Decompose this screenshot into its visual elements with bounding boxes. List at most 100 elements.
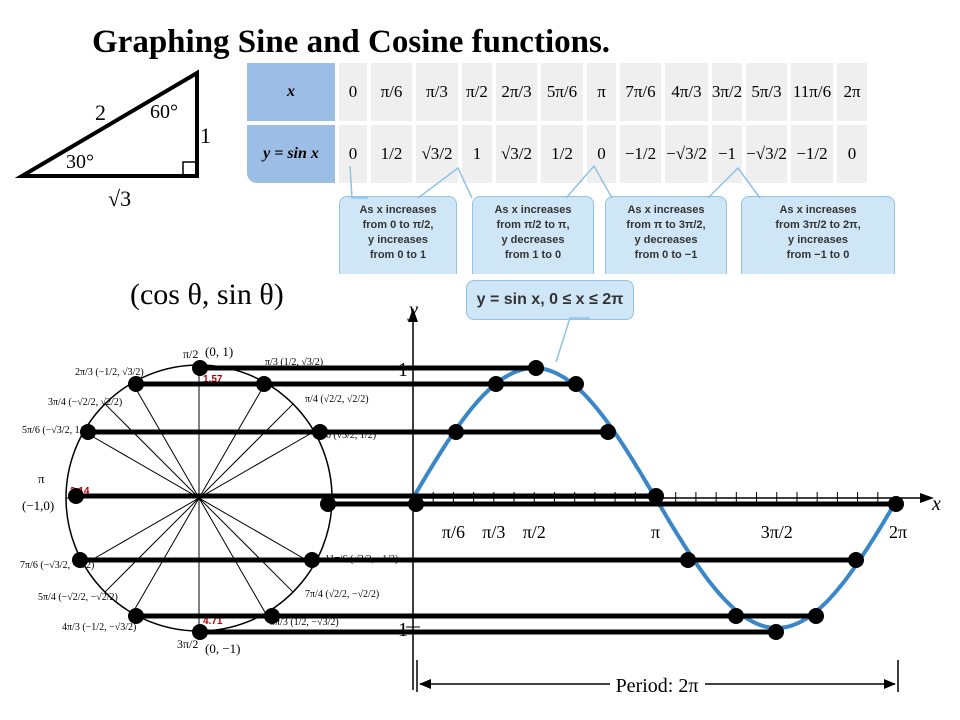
table-cell-y: −√3/2 <box>665 125 708 183</box>
table-cell-x: 5π/3 <box>746 63 787 121</box>
data-point <box>320 496 336 512</box>
red-value-label: 1.57 <box>203 374 223 385</box>
angle-60-label: 60° <box>150 101 178 123</box>
data-point <box>568 376 584 392</box>
data-point <box>304 552 320 568</box>
circle-angle-label: π/3 (1/2, √3/2) <box>265 357 323 368</box>
callout-line: from 3π/2 to 2π, <box>775 219 861 231</box>
callout-line: from −1 to 0 <box>786 249 850 261</box>
callout-pointer <box>349 165 368 199</box>
callout-line: from π to 3π/2, <box>626 219 706 231</box>
table-cell-y: 0 <box>587 125 616 183</box>
circle-angle-label: 5π/4 (−√2/2, −√2/2) <box>38 592 118 603</box>
x-tick-label: 3π/2 <box>761 522 793 542</box>
right-angle-mark <box>182 161 197 176</box>
bottom-angle-label: 3π/2 <box>177 637 198 651</box>
period-arrow-right <box>884 679 896 689</box>
left-angle-label: π <box>38 471 45 486</box>
data-point <box>128 376 144 392</box>
circle-angle-label: 3π/4 (−√2/2, √2/2) <box>48 397 122 408</box>
callout-pointer <box>417 166 473 199</box>
table-cell-x: π/6 <box>371 63 412 121</box>
triangle-shape <box>14 69 199 178</box>
top-point-label: (0, 1) <box>205 344 233 359</box>
table-cell-y: −1 <box>712 125 742 183</box>
data-point <box>648 488 664 504</box>
callout-line: y increases <box>788 234 848 246</box>
table-cell-y: 1/2 <box>541 125 583 183</box>
circle-angle-label: 5π/6 (−√3/2, 1/2) <box>22 425 91 436</box>
data-point <box>600 424 616 440</box>
callout-box: As x increases from 0 to π/2, y increase… <box>339 196 457 274</box>
callout-line: y increases <box>368 234 428 246</box>
data-point <box>408 496 424 512</box>
table-cell-x: 2π/3 <box>496 63 537 121</box>
top-angle-label: π/2 <box>183 347 198 361</box>
data-point <box>488 376 504 392</box>
cos-sin-label: (cos θ, sin θ) <box>130 278 284 311</box>
data-point <box>728 608 744 624</box>
angle-30-label: 30° <box>66 151 94 173</box>
data-point <box>312 424 328 440</box>
callout-pointers <box>349 164 761 363</box>
x-axis-arrow <box>920 493 934 503</box>
callout-line: from 1 to 0 <box>504 249 562 261</box>
data-point <box>808 608 824 624</box>
data-point <box>848 552 864 568</box>
circle-angle-label: 7π/4 (√2/2, −√2/2) <box>305 589 379 600</box>
table-cell-y: −1/2 <box>791 125 833 183</box>
data-point <box>888 496 904 512</box>
callout-line: As x increases <box>494 204 572 216</box>
bottom-point-label: (0, −1) <box>205 641 241 656</box>
callout-pointer <box>707 166 761 199</box>
hyp-label: 2 <box>95 100 106 125</box>
callout-line: y decreases <box>501 234 565 246</box>
data-point <box>68 488 84 504</box>
table-cell-y: 0 <box>339 125 367 183</box>
table-cell-x: 2π <box>837 63 867 121</box>
circle-angle-label: 7π/6 (−√3/2, −1/2) <box>20 560 94 571</box>
table-cell-x: 3π/2 <box>712 63 742 121</box>
circle-angle-label: π/6 (√3/2, 1/2) <box>318 430 376 441</box>
circle-angle-label: 2π/3 (−1/2, √3/2) <box>75 367 144 378</box>
table-cell-x: π <box>587 63 616 121</box>
data-point <box>528 360 544 376</box>
x-header: x <box>247 63 335 121</box>
x-tick-label: 2π <box>889 522 907 542</box>
data-point <box>448 424 464 440</box>
table-cell-x: 0 <box>339 63 367 121</box>
table-cell-y: √3/2 <box>496 125 537 183</box>
callout-line: from 0 to 1 <box>369 249 427 261</box>
table-cell-x: π/3 <box>416 63 458 121</box>
table-cell-x: 5π/6 <box>541 63 583 121</box>
y-header: y = sin x <box>247 125 335 183</box>
callout-line: As x increases <box>359 204 437 216</box>
table-cell-y: 1 <box>462 125 492 183</box>
callout-line: from 0 to π/2, <box>362 219 434 231</box>
data-point <box>264 608 280 624</box>
callout-line: from π/2 to π, <box>496 219 570 231</box>
callout-box: As x increases from π to 3π/2, y decreas… <box>605 196 727 274</box>
x-tick-label: π <box>651 522 660 542</box>
callout-box: As x increases from 3π/2 to 2π, y increa… <box>741 196 895 274</box>
reference-triangle: 2 1 √3 60° 30° <box>14 69 211 211</box>
data-point <box>768 624 784 640</box>
y-axis-arrow <box>408 308 418 322</box>
callout-line: y decreases <box>634 234 698 246</box>
period-label: Period: 2π <box>616 675 699 697</box>
red-value-label: 4.71 <box>203 616 223 627</box>
data-point <box>80 424 96 440</box>
circle-angle-label: 4π/3 (−1/2, −√3/2) <box>62 622 136 633</box>
x-axis-label: x <box>931 493 941 515</box>
table-cell-y: −1/2 <box>620 125 661 183</box>
table-cell-x: 7π/6 <box>620 63 661 121</box>
data-point <box>192 360 208 376</box>
table-cell-x: 11π/6 <box>791 63 833 121</box>
side-label: 1 <box>200 123 211 148</box>
